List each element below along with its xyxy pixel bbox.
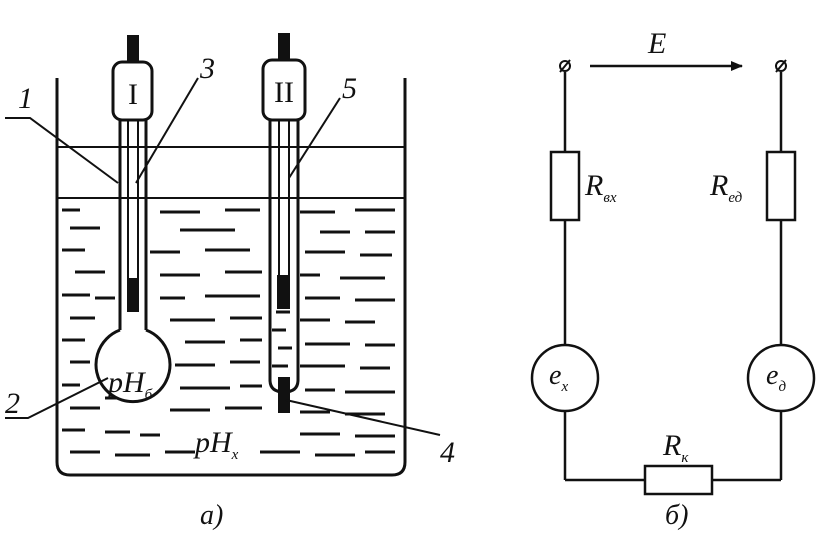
electrode-label-ii: II xyxy=(274,76,294,109)
terminal-right xyxy=(775,59,787,73)
callout-1: 1 xyxy=(18,82,33,115)
resistor-input-label: Rвх xyxy=(584,169,617,206)
callout-3: 3 xyxy=(199,52,215,85)
source-measuring-label: ex xyxy=(549,360,568,395)
callout-2: 2 xyxy=(5,387,20,420)
source-reference-label: eд xyxy=(766,360,786,395)
solution-ph-label: pHx xyxy=(193,426,239,463)
glass-electrode: I xyxy=(94,35,172,404)
reference-electrode: II xyxy=(261,33,307,413)
electrode-label-i: I xyxy=(128,78,138,111)
source-reference xyxy=(746,343,816,413)
liquid-pattern xyxy=(62,208,395,457)
circuit-wires xyxy=(563,72,783,482)
emf-label: E xyxy=(647,27,666,60)
resistor-bottom-label: Rк xyxy=(662,429,689,466)
diagram-b: E Rвх Rед ex eд Rк б) xyxy=(530,27,816,531)
resistor-reference-label: Rед xyxy=(709,169,743,206)
caption-a: а) xyxy=(200,500,223,531)
source-measuring xyxy=(530,343,600,413)
bulb-ph-label: pHб xyxy=(106,366,153,403)
terminal-left xyxy=(559,59,571,73)
beaker xyxy=(55,78,407,477)
callout-leaders xyxy=(5,77,441,436)
caption-b: б) xyxy=(665,500,688,531)
resistor-input xyxy=(549,150,581,222)
resistor-reference xyxy=(765,150,797,222)
resistor-bottom xyxy=(643,464,714,496)
diagram-a: I II 1 3 5 2 4 pHб pHx а) xyxy=(5,33,455,531)
callout-4: 4 xyxy=(440,436,455,469)
callout-5: 5 xyxy=(342,72,357,105)
